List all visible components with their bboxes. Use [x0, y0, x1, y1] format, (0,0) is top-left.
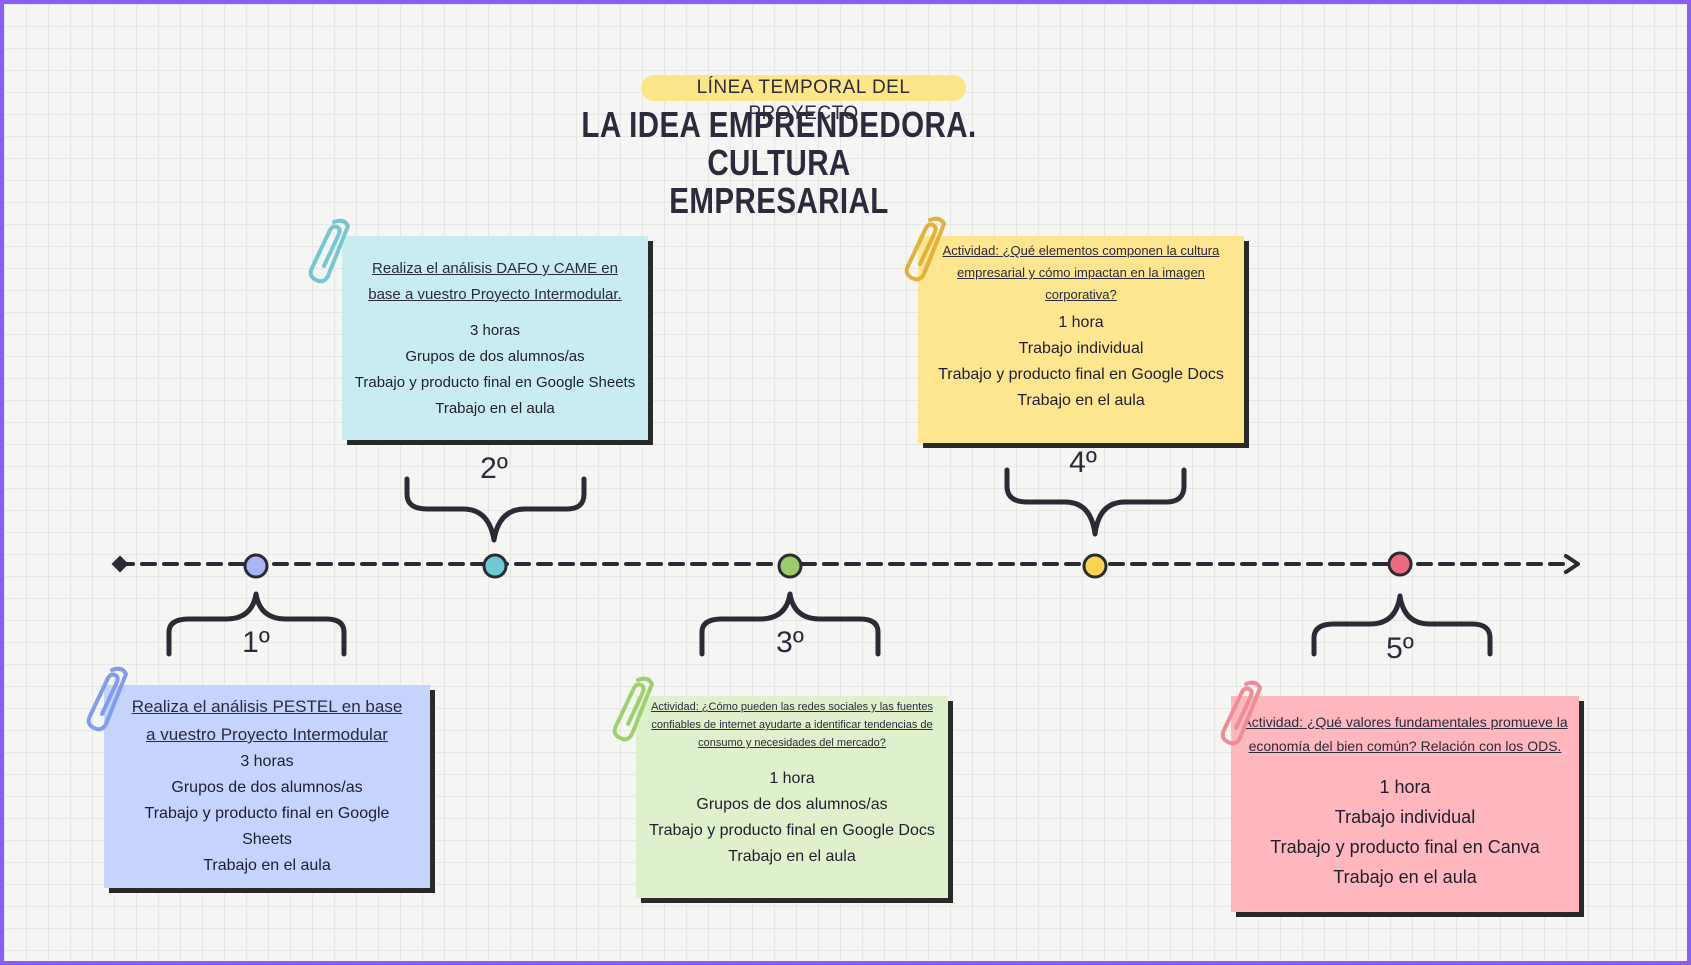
title-line-1: LA IDEA EMPRENDEDORA. CULTURA — [581, 104, 977, 183]
card-step-2: Realiza el análisis DAFO y CAME en base … — [342, 236, 648, 440]
brace-step-3 — [699, 591, 881, 657]
card-3-product: Trabajo y producto final en Google Docs — [649, 822, 935, 839]
step-label-5: 5º — [1386, 632, 1414, 665]
timeline-dot-5 — [1387, 551, 1413, 577]
page-title: LA IDEA EMPRENDEDORA. CULTURA EMPRESARIA… — [554, 106, 1005, 220]
card-2-heading-line: Realiza el análisis DAFO y CAME en — [372, 260, 618, 277]
card-2-heading: Realiza el análisis DAFO y CAME en base … — [348, 256, 642, 308]
brace-step-4 — [1004, 467, 1187, 537]
timeline-dot-1 — [243, 553, 269, 579]
step-label-3: 3º — [776, 626, 804, 659]
step-label-1: 1º — [242, 626, 270, 659]
card-1-product-cont: Sheets — [242, 831, 292, 848]
paperclip-icon — [612, 676, 655, 742]
timeline-dot-4 — [1082, 553, 1108, 579]
card-1-place: Trabajo en el aula — [203, 857, 331, 874]
paperclip-icon — [904, 216, 947, 282]
card-3-heading-line: confiables de internet ayudarte a identi… — [651, 719, 933, 731]
card-3-heading: Actividad: ¿Cómo pueden las redes social… — [642, 698, 942, 752]
card-5-place: Trabajo en el aula — [1333, 867, 1477, 887]
paperclip-icon — [308, 218, 351, 284]
title-line-2: EMPRESARIAL — [669, 180, 889, 221]
card-4-heading: Actividad: ¿Qué elementos componen la cu… — [924, 240, 1238, 306]
card-5-grouping: Trabajo individual — [1334, 807, 1476, 827]
brace-step-2 — [404, 476, 587, 543]
card-4-product: Trabajo y producto final en Google Docs — [938, 366, 1224, 383]
paperclip-icon — [86, 666, 129, 732]
timeline-dot-2 — [482, 553, 508, 579]
card-1-product: Trabajo y producto final en Google — [144, 805, 390, 822]
step-label-2: 2º — [480, 452, 508, 485]
card-5-heading: Actividad: ¿Qué valores fundamentales pr… — [1237, 710, 1573, 758]
card-3-grouping: Grupos de dos alumnos/as — [696, 796, 888, 813]
card-5-duration: 1 hora — [1379, 777, 1431, 797]
timeline-badge: LÍNEA TEMPORAL DEL PROYECTO — [641, 75, 966, 124]
timeline-diagram — [111, 467, 1580, 657]
card-3-heading-line: consumo y necesidades del mercado? — [698, 737, 886, 749]
card-3-duration: 1 hora — [769, 770, 815, 787]
card-3-heading-line: Actividad: ¿Cómo pueden las redes social… — [651, 701, 933, 713]
card-1-heading: Realiza el análisis PESTEL en base a vue… — [110, 693, 424, 749]
timeline-start-marker — [111, 555, 129, 573]
card-2-place: Trabajo en el aula — [435, 400, 555, 417]
card-5-heading-line: Actividad: ¿Qué valores fundamentales pr… — [1242, 714, 1568, 730]
card-2-heading-line: base a vuestro Proyecto Intermodular. — [368, 286, 622, 303]
card-step-3: Actividad: ¿Cómo pueden las redes social… — [636, 696, 948, 898]
card-5-heading-line: economía del bien común? Relación con lo… — [1248, 738, 1562, 754]
card-1-heading-line: a vuestro Proyecto Intermodular — [146, 725, 388, 744]
card-4-heading-line: empresarial y cómo impactan en la imagen — [957, 265, 1205, 280]
card-3-place: Trabajo en el aula — [728, 848, 856, 865]
timeline-arrow-head — [1564, 554, 1580, 574]
card-step-1: Realiza el análisis PESTEL en base a vue… — [104, 685, 430, 888]
card-4-heading-line: Actividad: ¿Qué elementos componen la cu… — [942, 243, 1220, 258]
card-1-grouping: Grupos de dos alumnos/as — [171, 779, 363, 796]
card-2-product: Trabajo y producto final en Google Sheet… — [354, 374, 636, 391]
card-step-4: Actividad: ¿Qué elementos componen la cu… — [918, 236, 1244, 443]
card-2-duration: 3 horas — [469, 322, 521, 339]
paperclip-icon — [1220, 680, 1263, 746]
card-5-product: Trabajo y producto final en Canva — [1270, 837, 1540, 857]
card-step-5: Actividad: ¿Qué valores fundamentales pr… — [1231, 696, 1579, 912]
card-2-grouping: Grupos de dos alumnos/as — [405, 348, 585, 365]
card-4-duration: 1 hora — [1058, 314, 1104, 331]
card-4-heading-line: corporativa? — [1045, 287, 1117, 302]
card-4-grouping: Trabajo individual — [1018, 340, 1144, 357]
card-4-place: Trabajo en el aula — [1017, 392, 1145, 409]
card-1-heading-line: Realiza el análisis PESTEL en base — [131, 697, 403, 716]
brace-step-1 — [166, 591, 347, 657]
step-label-4: 4º — [1069, 446, 1097, 479]
timeline-dot-3 — [777, 553, 803, 579]
brace-step-5 — [1311, 593, 1493, 657]
card-1-duration: 3 horas — [240, 753, 294, 770]
